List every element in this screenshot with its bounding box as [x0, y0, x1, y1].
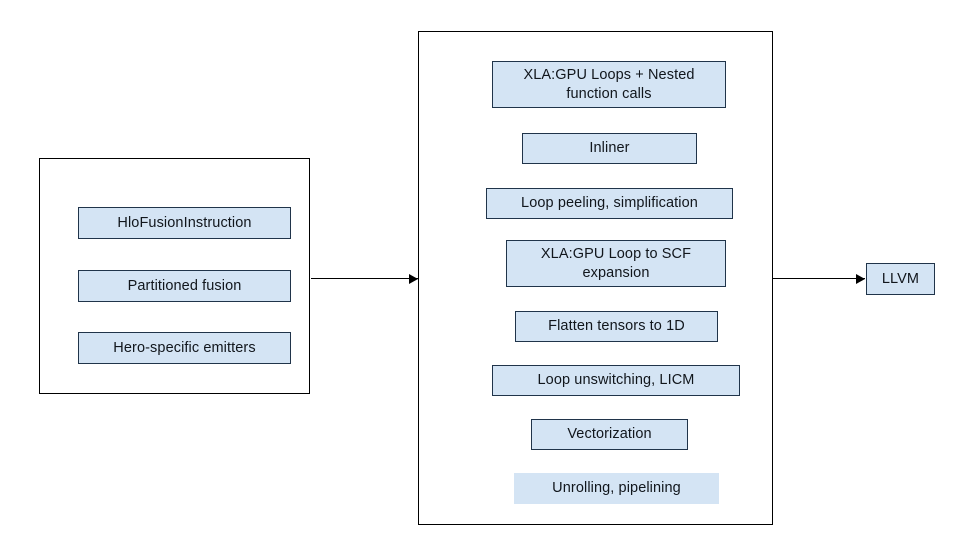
node-unrolling-pipelining[interactable]: Unrolling, pipelining [514, 473, 719, 504]
arrow-pipeline-to-llvm [773, 278, 865, 279]
node-xla-gpu-loop-to-scf-expansion[interactable]: XLA:GPU Loop to SCF expansion [506, 240, 726, 287]
node-label: Hero-specific emitters [113, 339, 256, 356]
node-hlo-fusion-instruction[interactable]: HloFusionInstruction [78, 207, 291, 239]
arrow-fusion-to-pipeline-head [409, 273, 418, 284]
node-label: HloFusionInstruction [117, 214, 252, 231]
node-partitioned-fusion[interactable]: Partitioned fusion [78, 270, 291, 302]
node-label: Partitioned fusion [127, 277, 242, 294]
node-label: LLVM [881, 270, 920, 287]
node-label: Flatten tensors to 1D [548, 318, 685, 335]
node-label: Loop peeling, simplification [521, 195, 698, 212]
node-label: XLA:GPU Loop to SCF expansion [540, 245, 692, 281]
node-label: Inliner [589, 140, 630, 157]
node-hero-specific-emitters[interactable]: Hero-specific emitters [78, 332, 291, 364]
node-vectorization[interactable]: Vectorization [531, 419, 688, 450]
node-loop-unswitching-licm[interactable]: Loop unswitching, LICM [492, 365, 740, 396]
node-flatten-tensors-to-1d[interactable]: Flatten tensors to 1D [515, 311, 718, 342]
arrow-pipeline-to-llvm-head [856, 273, 865, 284]
node-label: Loop unswitching, LICM [537, 372, 695, 389]
arrow-fusion-to-pipeline [311, 278, 418, 279]
node-inliner[interactable]: Inliner [522, 133, 697, 164]
node-label: XLA:GPU Loops + Nested function calls [523, 66, 695, 102]
node-label: Unrolling, pipelining [552, 480, 681, 497]
node-xla-gpu-loops-nested-function-calls[interactable]: XLA:GPU Loops + Nested function calls [492, 61, 726, 108]
node-loop-peeling-simplification[interactable]: Loop peeling, simplification [486, 188, 733, 219]
node-label: Vectorization [567, 426, 652, 443]
node-llvm[interactable]: LLVM [866, 263, 935, 295]
